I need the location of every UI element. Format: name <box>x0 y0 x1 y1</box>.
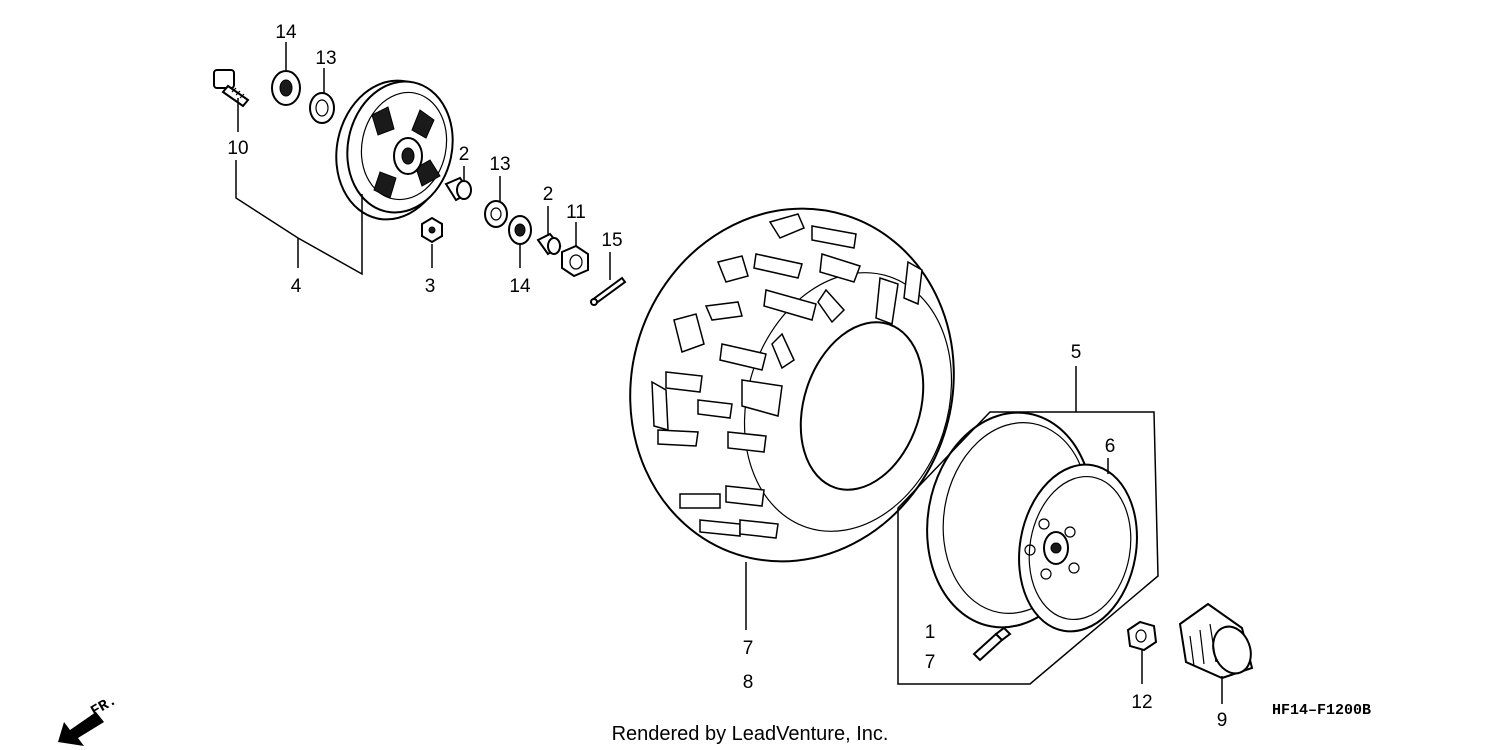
callout-9: 9 <box>1217 710 1228 731</box>
hub-cap <box>1178 602 1254 680</box>
tire <box>629 207 955 563</box>
wheel-nut <box>1126 620 1158 652</box>
oil-seal-lower <box>508 215 532 245</box>
cotter-pin <box>590 276 627 306</box>
collar-upper <box>444 176 472 202</box>
front-direction-arrow: FR. <box>58 692 120 746</box>
bearing-top <box>309 92 335 124</box>
callout-15: 15 <box>601 230 622 251</box>
credit-text: Rendered by LeadVenture, Inc. <box>612 723 889 745</box>
callout-6: 6 <box>1105 436 1116 457</box>
callout-14-lower: 14 <box>509 276 531 297</box>
diagram-code: HF14–F1200B <box>1272 702 1371 719</box>
collar-lower <box>536 232 562 256</box>
callout-13-top: 13 <box>315 48 336 69</box>
flange-bolt <box>213 69 250 108</box>
leader-lines <box>235 42 1223 704</box>
callout-3: 3 <box>425 276 436 297</box>
castle-nut <box>561 244 589 278</box>
bearing-lower <box>484 200 508 228</box>
tire-valve <box>972 626 1012 662</box>
brake-drum <box>335 79 454 221</box>
callout-13-lower: 13 <box>489 154 510 175</box>
callout-8: 8 <box>743 672 754 693</box>
callout-10: 10 <box>227 138 248 159</box>
callout-12: 12 <box>1131 692 1152 713</box>
callout-11: 11 <box>566 202 586 223</box>
wheel-rim <box>926 411 1138 633</box>
callout-2-upper: 2 <box>459 144 470 165</box>
callout-14-top: 14 <box>275 22 297 43</box>
callout-5: 5 <box>1071 342 1082 363</box>
callout-4: 4 <box>291 276 302 297</box>
callout-7-valve: 7 <box>925 652 936 673</box>
oil-seal-top <box>271 70 301 106</box>
callouts: 14 13 10 4 2 13 2 11 15 3 14 5 6 7 8 1 7… <box>227 22 1227 731</box>
callout-7-tire: 7 <box>743 638 754 659</box>
callout-2-lower: 2 <box>543 184 554 205</box>
callout-1: 1 <box>925 622 936 643</box>
hub-nut <box>421 216 443 244</box>
